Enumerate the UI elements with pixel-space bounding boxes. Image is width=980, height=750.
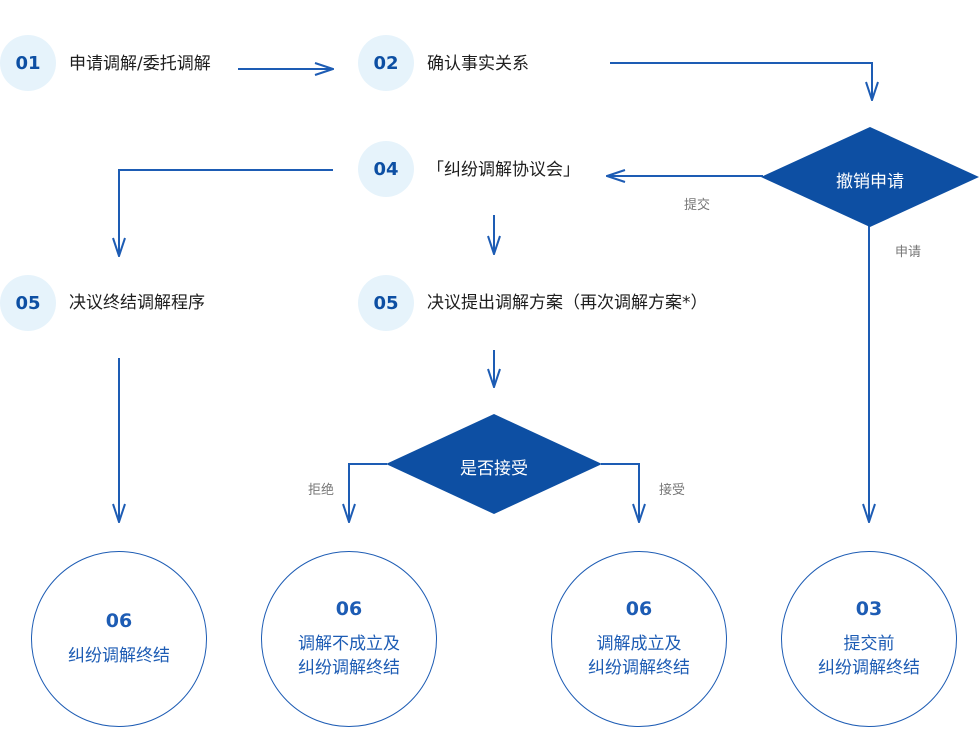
end-text-line1: 纠纷调解终结	[68, 646, 170, 666]
decision-withdraw-shape	[761, 127, 979, 227]
decision-accept-label: 是否接受	[460, 459, 528, 479]
step-05-terminate-badge: 05	[0, 275, 56, 331]
decision-withdraw-label: 撤销申请	[836, 172, 904, 192]
step-04-badge: 04	[358, 141, 414, 197]
end-circle-failed: 06 调解不成立及 纠纷调解终结	[261, 551, 437, 727]
arrow-reject	[349, 463, 387, 522]
end-number: 06	[335, 598, 363, 620]
step-02-label: 确认事实关系	[427, 54, 529, 74]
edge-label-apply: 申请	[895, 245, 922, 260]
step-01-badge: 01	[0, 35, 56, 91]
end-text-line1: 调解不成立及	[298, 634, 400, 654]
step-02-badge: 02	[358, 35, 414, 91]
end-text-line2: 纠纷调解终结	[588, 658, 690, 678]
end-circle-settled: 06 调解成立及 纠纷调解终结	[551, 551, 727, 727]
end-circle-terminated: 06 纠纷调解终结	[31, 551, 207, 727]
arrow-04-to-05a	[119, 169, 333, 256]
step-05-proposal-badge: 05	[358, 275, 414, 331]
end-text-line2: 纠纷调解终结	[298, 658, 400, 678]
step-05-terminate-label: 决议终结调解程序	[69, 293, 205, 313]
end-number: 06	[625, 598, 653, 620]
arrow-accept	[601, 463, 639, 522]
end-number: 06	[105, 610, 133, 632]
end-text-line1: 提交前	[843, 634, 895, 654]
edge-label-accept: 接受	[659, 483, 686, 498]
decision-accept-shape	[386, 414, 602, 514]
end-text-line2: 纠纷调解终结	[818, 658, 920, 678]
end-circle-withdrawn: 03 提交前 纠纷调解终结	[781, 551, 957, 727]
end-number: 03	[855, 598, 883, 620]
end-text-line1: 调解成立及	[596, 634, 682, 654]
step-04-label: 「纠纷调解协议会」	[427, 160, 580, 180]
arrow-02-to-withdraw	[610, 62, 872, 100]
step-05-proposal-label: 决议提出调解方案（再次调解方案*）	[427, 293, 708, 313]
edge-label-reject: 拒绝	[308, 483, 335, 498]
edge-label-submit: 提交	[684, 198, 711, 213]
step-01-label: 申请调解/委托调解	[69, 54, 211, 74]
